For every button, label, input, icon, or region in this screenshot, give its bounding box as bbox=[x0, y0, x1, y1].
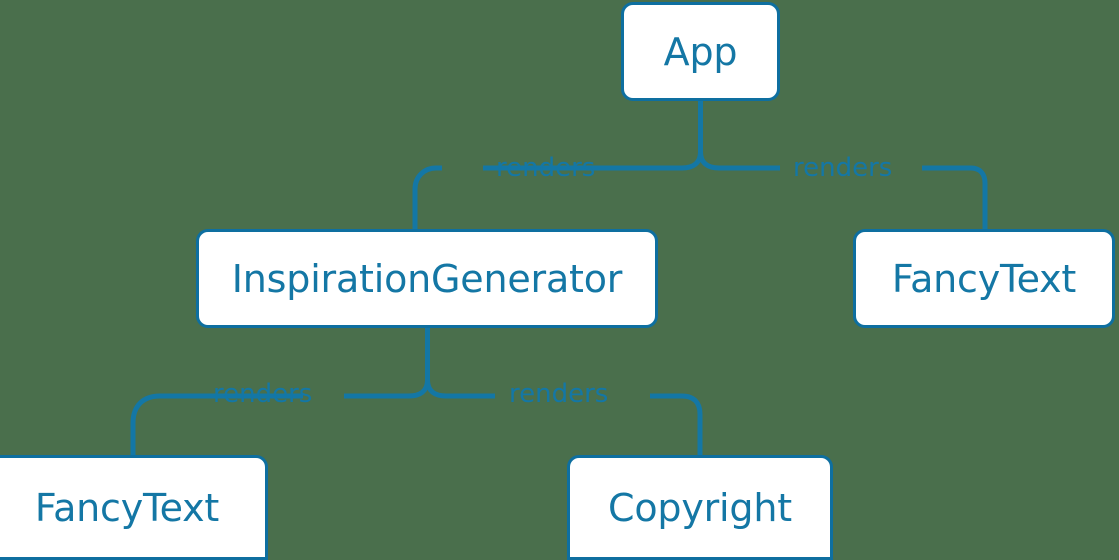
node-fancytext-bottom-label: FancyText bbox=[34, 485, 220, 530]
edge-label-inspirationgenerator-fancytext: renders bbox=[213, 379, 313, 409]
node-fancytext-bottom[interactable]: FancyText bbox=[0, 455, 268, 560]
connector-app-fork-right bbox=[698, 151, 780, 171]
edge-label-inspirationgenerator-copyright: renders bbox=[509, 379, 609, 409]
node-copyright-label: Copyright bbox=[608, 485, 792, 530]
node-app-label: App bbox=[663, 29, 738, 74]
connector-inspirationgenerator-to-copyright bbox=[650, 393, 703, 455]
node-inspirationgenerator[interactable]: InspirationGenerator bbox=[196, 229, 658, 328]
connector-app-to-fancytext bbox=[922, 165, 988, 229]
node-copyright[interactable]: Copyright bbox=[567, 455, 833, 560]
connector-inspirationgenerator-fork-left bbox=[344, 379, 430, 399]
edge-label-app-inspirationgenerator: renders bbox=[496, 153, 596, 183]
node-inspirationgenerator-label: InspirationGenerator bbox=[231, 256, 623, 301]
node-app[interactable]: App bbox=[621, 2, 780, 101]
node-fancytext-right-label: FancyText bbox=[891, 256, 1077, 301]
connector-app-to-inspirationgenerator bbox=[412, 165, 442, 229]
connector-inspirationgenerator-fork-right bbox=[425, 379, 495, 399]
edge-label-app-fancytext: renders bbox=[793, 153, 893, 183]
connector-inspirationgenerator-to-fancytext bbox=[130, 393, 303, 455]
node-fancytext-right[interactable]: FancyText bbox=[853, 229, 1115, 328]
